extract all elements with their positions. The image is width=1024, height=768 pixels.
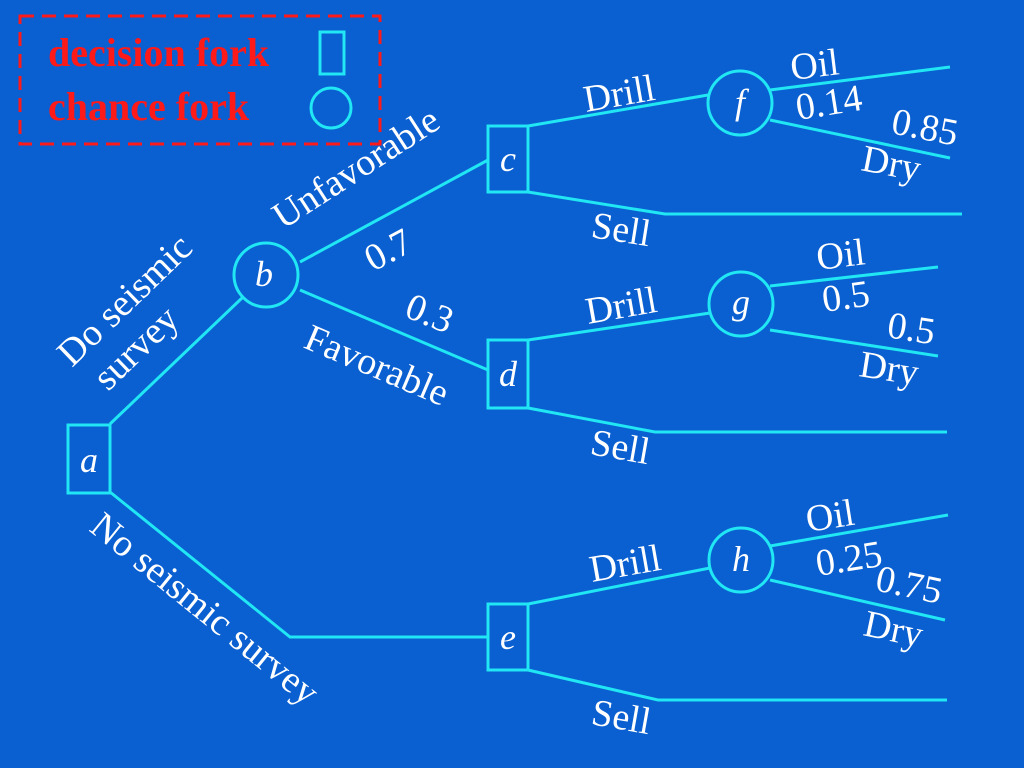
edge-g-oil — [769, 265, 939, 288]
label-c-drill: Drill — [580, 67, 658, 121]
legend-decision-square-icon — [318, 30, 346, 76]
label-g-p-oil: 0.5 — [819, 273, 872, 321]
label-h-oil: Oil — [803, 492, 858, 541]
legend-decision-label: decision fork — [48, 30, 270, 75]
edge-f-oil — [769, 65, 951, 92]
node-b — [232, 241, 300, 309]
label-d-sell: Sell — [587, 422, 653, 474]
decision-nodes: a c d e — [66, 124, 530, 672]
label-no-seismic-survey: No seismic survey — [82, 504, 327, 713]
edges — [108, 65, 962, 702]
node-g-label: g — [732, 282, 750, 322]
node-h — [707, 526, 775, 594]
label-g-oil: Oil — [814, 231, 867, 279]
edge-e-h — [527, 566, 711, 606]
edge-g-dry — [769, 328, 939, 358]
node-c-label: c — [500, 139, 516, 179]
legend: decision fork chance fork — [18, 14, 382, 146]
legend-border — [18, 14, 382, 146]
node-a-label: a — [80, 440, 98, 480]
node-c — [486, 124, 530, 194]
label-e-sell: Sell — [588, 692, 654, 744]
label-f-p-oil: 0.14 — [793, 77, 865, 129]
label-p-favorable: 0.3 — [400, 285, 460, 342]
label-e-drill: Drill — [586, 537, 664, 591]
edge-d-g — [527, 311, 711, 342]
node-h-label: h — [732, 539, 750, 579]
label-g-dry: Dry — [857, 343, 922, 394]
node-e-label: e — [500, 617, 516, 657]
label-c-sell: Sell — [589, 204, 654, 255]
label-p-unfavorable: 0.7 — [358, 221, 420, 280]
edge-d-sell — [527, 406, 947, 434]
node-g — [707, 270, 775, 338]
label-h-p-oil: 0.25 — [813, 533, 885, 585]
node-e — [486, 602, 530, 672]
legend-chance-circle-icon — [309, 86, 353, 130]
edge-c-sell — [527, 190, 962, 216]
edge-e-sell — [527, 668, 947, 702]
node-b-label: b — [255, 254, 273, 294]
edge-a-e — [109, 490, 488, 639]
node-f-label: f — [735, 82, 750, 122]
legend-chance-label: chance fork — [48, 84, 250, 129]
edge-b-c — [299, 158, 489, 264]
node-f — [706, 69, 774, 137]
edge-a-b — [108, 296, 244, 426]
edge-b-d — [299, 288, 489, 372]
label-f-oil: Oil — [788, 41, 841, 89]
label-h-dry: Dry — [860, 603, 927, 656]
edge-h-dry — [769, 578, 946, 622]
node-a — [66, 423, 112, 495]
label-g-p-dry: 0.5 — [885, 304, 938, 353]
node-d — [486, 338, 530, 410]
node-d-label: d — [499, 354, 518, 394]
label-unfavorable: Unfavorable — [265, 99, 447, 238]
edge-c-f — [527, 93, 709, 128]
label-d-drill: Drill — [582, 279, 660, 333]
edge-f-dry — [769, 118, 951, 160]
chance-nodes: b f g h — [232, 69, 775, 594]
edge-h-oil — [769, 513, 949, 548]
